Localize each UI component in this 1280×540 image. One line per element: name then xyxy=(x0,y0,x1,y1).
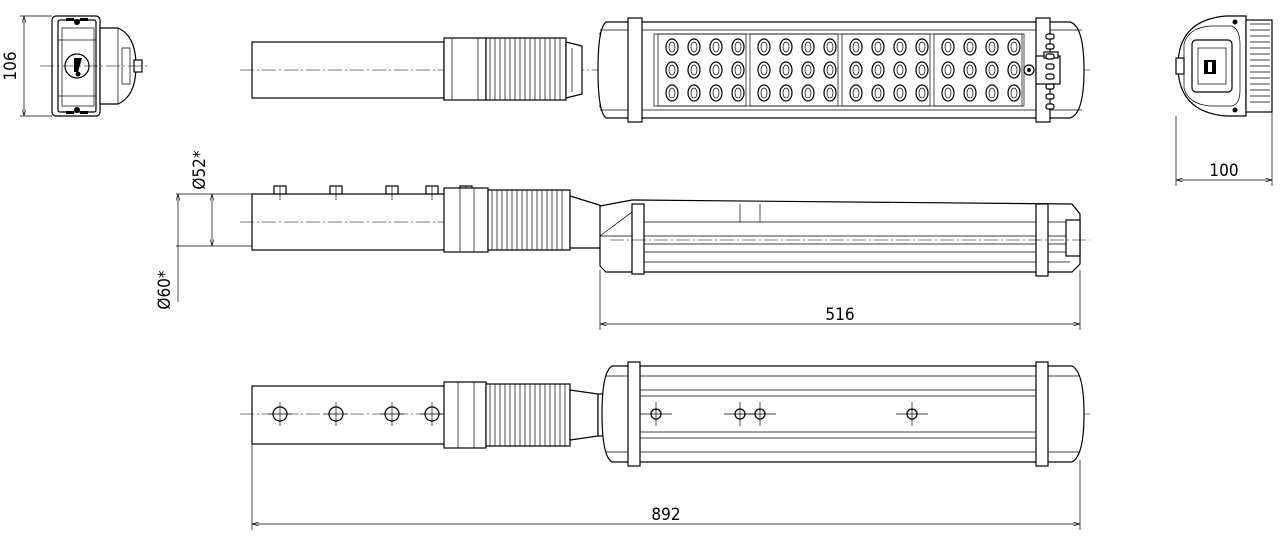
led-lens xyxy=(985,38,999,56)
led-lens xyxy=(893,38,907,56)
led-lens xyxy=(893,61,907,79)
led-lens xyxy=(665,61,679,79)
side-view: Ø52* Ø60* 516 xyxy=(155,150,1090,330)
led-lens xyxy=(963,61,977,79)
dim-diameter-small: Ø52* xyxy=(190,150,210,189)
led-lens xyxy=(709,61,723,79)
led-lens xyxy=(823,61,837,79)
led-lens xyxy=(985,61,999,79)
led-lens xyxy=(801,61,815,79)
corrugated-joint-top xyxy=(485,37,567,101)
led-lens xyxy=(849,38,863,56)
led-lens xyxy=(665,38,679,56)
bottom-view: 892 xyxy=(240,361,1090,530)
led-lens xyxy=(731,61,745,79)
led-lens xyxy=(893,84,907,102)
led-lens xyxy=(915,84,929,102)
led-lens xyxy=(985,84,999,102)
led-lens xyxy=(941,84,955,102)
dim-width-side: 100 xyxy=(1209,161,1238,181)
led-lens xyxy=(1007,84,1021,102)
dim-total-length: 892 xyxy=(651,505,680,525)
led-lens xyxy=(665,84,679,102)
led-lens xyxy=(709,38,723,56)
led-array xyxy=(657,33,1023,107)
led-lens xyxy=(731,38,745,56)
led-lens xyxy=(801,84,815,102)
led-lens xyxy=(687,84,701,102)
led-lens xyxy=(709,84,723,102)
dim-height-front: 106 xyxy=(1,51,21,80)
led-lens xyxy=(757,61,771,79)
led-lens xyxy=(1007,38,1021,56)
led-lens xyxy=(757,38,771,56)
led-lens xyxy=(779,61,793,79)
led-lens xyxy=(941,61,955,79)
led-lens xyxy=(849,61,863,79)
led-lens xyxy=(915,38,929,56)
dim-lamp-length: 516 xyxy=(825,305,854,325)
led-lens xyxy=(963,38,977,56)
led-lens xyxy=(757,84,771,102)
led-lens xyxy=(871,38,885,56)
led-lens xyxy=(941,38,955,56)
led-lens xyxy=(779,38,793,56)
led-lens xyxy=(823,84,837,102)
led-lens xyxy=(731,84,745,102)
led-lens xyxy=(687,61,701,79)
side-end-view: 100 xyxy=(1175,15,1273,186)
led-lens xyxy=(1007,61,1021,79)
led-lens xyxy=(871,84,885,102)
led-lens xyxy=(801,38,815,56)
led-lens xyxy=(871,61,885,79)
led-lens xyxy=(915,61,929,79)
led-lens xyxy=(823,38,837,56)
top-view xyxy=(240,17,1090,123)
led-lens xyxy=(849,84,863,102)
led-lens xyxy=(687,38,701,56)
led-lens xyxy=(963,84,977,102)
led-lens xyxy=(779,84,793,102)
dim-diameter-large: Ø60* xyxy=(155,270,175,309)
front-end-view: 106 xyxy=(1,15,148,117)
